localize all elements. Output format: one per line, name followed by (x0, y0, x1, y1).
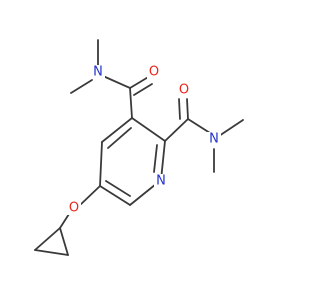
bond-c2-n1-double (153, 144, 158, 173)
bond-c6-c5 (99, 185, 131, 206)
bond-c2-c3 (131, 117, 166, 142)
bond-c3-carbonyl1 (129, 87, 133, 119)
ether-oxygen-label: O (69, 201, 79, 216)
bond-cyclopropyl-c (34, 249, 69, 256)
bond-cyclopropyl-b (59, 227, 69, 256)
bond-carbonyl2-n (187, 118, 211, 134)
bond-carbonyl2-o-b (178, 98, 181, 120)
bond-carbonyl1-o-a (129, 75, 151, 89)
bond-c5-ether-o (78, 185, 101, 207)
bond-c4-c3 (101, 117, 133, 143)
amide-right-nitrogen-label: N (209, 132, 219, 147)
bond-cyclopropyl-a (34, 227, 61, 251)
bond-ether-o-cyclopropyl (59, 213, 70, 229)
bond-n2-methyl-right (218, 119, 244, 137)
bond-carbonyl1-o-b (133, 83, 153, 96)
bond-c2-carbonyl2 (164, 118, 189, 142)
molecule-structure-diagram: N O O N N O (34, 39, 244, 256)
bond-carbonyl1-n (102, 75, 131, 89)
bond-c5-c4 (99, 141, 103, 187)
bond-c2-n1 (160, 140, 166, 181)
ring-nitrogen-label: N (156, 174, 166, 189)
bonds (34, 39, 244, 256)
bond-n-methyl-down (70, 79, 93, 94)
bond-carbonyl2-o-a (186, 98, 189, 120)
amide-upper-oxygen-label: O (149, 65, 159, 80)
amide-upper-nitrogen-label: N (93, 65, 103, 80)
bond-c6-c5-double (105, 180, 131, 197)
amide-right-oxygen-label: O (179, 83, 189, 98)
atom-labels: N O O N N O (67, 65, 221, 216)
bond-c4-c3-double (107, 127, 132, 149)
